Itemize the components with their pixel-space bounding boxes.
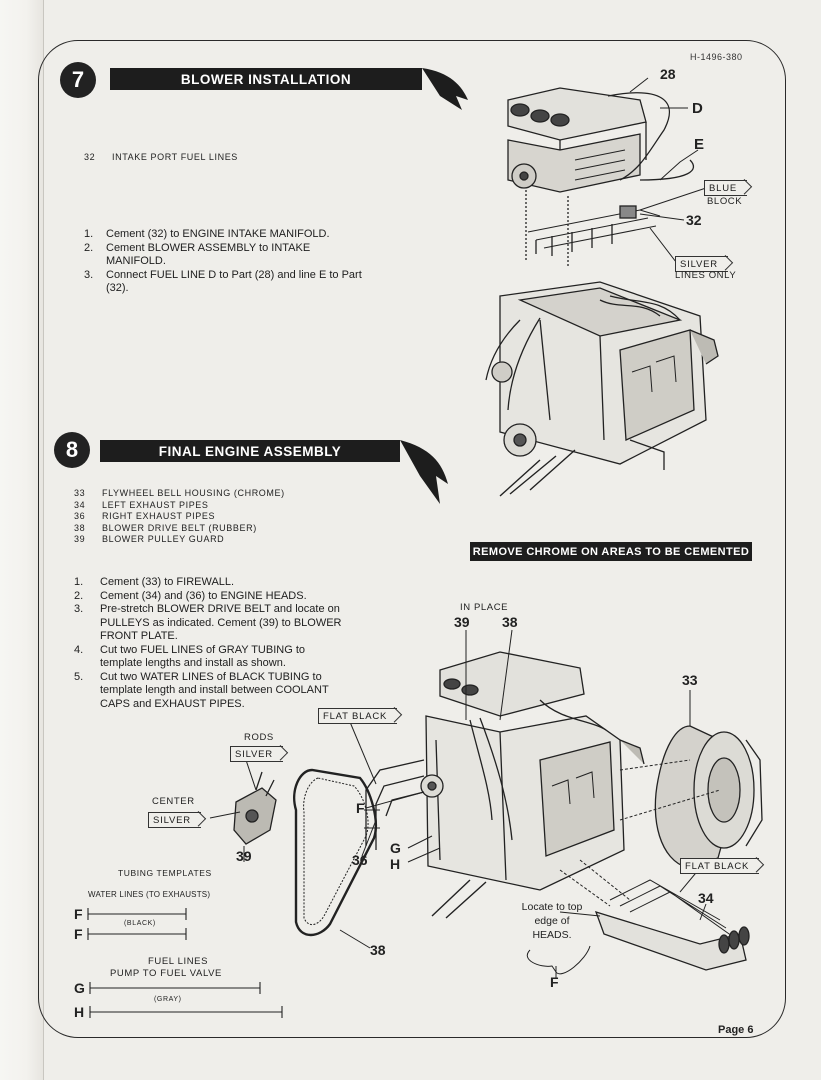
step-8-instructions: 1. Cement (33) to FIREWALL. 2. Cement (34)… [74,576,364,711]
lines-only-label: LINES ONLY [675,270,737,281]
blower-engine-illustration [485,87,719,497]
step-7-parts-list: 32 INTAKE PORT FUEL LINES [84,152,238,164]
parts-list-item: 39 BLOWER PULLEY GUARD [74,534,285,546]
page-number: Page 6 [718,1024,754,1036]
instruction-item: 3. Pre-stretch BLOWER DRIVE BELT and loca… [74,603,364,644]
flat-black-tag-right-exhaust: FLAT BLACK [318,708,398,724]
instruction-text: Cement (32) to ENGINE INTAKE MANIFOLD. [106,228,330,240]
document-code: H-1496-380 [690,52,743,62]
instruction-item: 1. Cement (33) to FIREWALL. [74,576,364,590]
callout-f-fuel: F [550,974,559,990]
instruction-item: 2. Cement BLOWER ASSEMBLY to INTAKE MANIF… [84,242,384,269]
instruction-text: Cement BLOWER ASSEMBLY to INTAKE MANIFOL… [106,241,311,268]
callout-39-in-place: 39 [454,614,470,630]
center-label: CENTER [152,796,195,807]
parts-list-item: 36 RIGHT EXHAUST PIPES [74,511,285,523]
page-frame [38,40,786,1038]
rods-label: RODS [244,732,274,743]
instruction-text: Connect FUEL LINE D to Part (28) and lin… [106,268,362,295]
callout-e: E [694,136,705,153]
parts-list-item: 38 BLOWER DRIVE BELT (RUBBER) [74,523,285,535]
callout-39-guard: 39 [236,848,252,864]
fuel-lines-title: FUEL LINES [148,956,209,967]
instruction-number: 2. [74,589,84,602]
instruction-text: Cut two FUEL LINES of GRAY TUBING to tem… [100,643,305,670]
callout-d: D [692,100,703,117]
tubing-templates-title: TUBING TEMPLATES [118,868,212,878]
fuel-lines-color: (GRAY) [154,996,182,1003]
silver-rods-tag: SILVER [230,746,283,762]
callout-32: 32 [686,212,702,228]
instruction-item: 4. Cut two FUEL LINES of GRAY TUBING to t… [74,644,364,671]
callout-g: G [390,840,401,856]
instruction-number: 5. [74,670,84,683]
callout-36: 36 [352,852,368,868]
instruction-text: Cement (33) to FIREWALL. [100,576,235,588]
instruction-text: Cement (34) and (36) to ENGINE HEADS. [100,589,307,602]
part-number: 34 [74,499,86,510]
instruction-number: 1. [84,228,94,240]
parts-list-item: 32 INTAKE PORT FUEL LINES [84,152,238,164]
in-place-label: IN PLACE [460,602,509,613]
step-8-arrow-icon [400,440,448,504]
part-number: 39 [74,534,86,544]
callout-f-exhaust: F [356,800,365,816]
parts-list-item: 33 FLYWHEEL BELL HOUSING (CHROME) [74,488,285,500]
locate-note: Locate to top edge of HEADS. [521,901,583,941]
part-number: 32 [84,152,96,162]
template-g: G [74,980,85,996]
part-name: RIGHT EXHAUST PIPES [102,511,216,521]
block-label: BLOCK [707,196,743,207]
callout-28: 28 [660,66,676,82]
instruction-item: 1. Cement (32) to ENGINE INTAKE MANIFOLD. [84,228,384,242]
part-name: FLYWHEEL BELL HOUSING (CHROME) [102,488,285,498]
fuel-lines-subtitle: PUMP TO FUEL VALVE [110,968,222,979]
template-h: H [74,1004,85,1020]
step-8-title-banner: FINAL ENGINE ASSEMBLY [100,440,400,462]
step-8-number: 8 [54,432,90,468]
part-name: BLOWER PULLEY GUARD [102,534,225,544]
parts-list-item: 34 LEFT EXHAUST PIPES [74,500,285,512]
part-name: INTAKE PORT FUEL LINES [112,152,238,162]
step-7-instructions: 1. Cement (32) to ENGINE INTAKE MANIFOLD.… [84,228,384,296]
part-number: 33 [74,488,86,498]
callout-h: H [390,856,401,872]
step-7-number: 7 [60,62,96,98]
instruction-number: 2. [84,241,94,254]
silver-paint-tag: SILVER [675,256,728,272]
part-name: BLOWER DRIVE BELT (RUBBER) [102,522,257,533]
step-8-parts-list: 33 FLYWHEEL BELL HOUSING (CHROME) 34 LEFT … [74,488,285,546]
blue-paint-tag: BLUE [704,180,748,196]
template-f-2: F [74,926,83,942]
callout-34: 34 [698,890,714,906]
instruction-item: 3. Connect FUEL LINE D to Part (28) and l… [84,269,384,296]
remove-chrome-note: REMOVE CHROME ON AREAS TO BE CEMENTED [470,542,752,561]
instruction-item: 5. Cut two WATER LINES of BLACK TUBING to… [74,671,364,712]
instruction-number: 3. [84,268,94,281]
step-7-arrow-icon [422,68,468,110]
binding-fold-line [43,0,44,1080]
instruction-number: 1. [74,576,84,588]
part-number: 38 [74,522,86,533]
part-name: LEFT EXHAUST PIPES [102,499,209,510]
silver-center-tag: SILVER [148,812,201,828]
instruction-item: 2. Cement (34) and (36) to ENGINE HEADS. [74,590,364,604]
part-number: 36 [74,511,86,521]
instruction-text: Pre-stretch BLOWER DRIVE BELT and locate… [100,603,342,642]
instruction-number: 3. [74,603,84,615]
callout-38-in-place: 38 [502,614,518,630]
instruction-number: 4. [74,643,84,656]
page-binding-edge [0,0,44,1080]
final-engine-illustration [233,651,763,975]
tubing-template-lines [87,908,283,1018]
instruction-text: Cut two WATER LINES of BLACK TUBING to t… [100,670,329,710]
step-7-title-banner: BLOWER INSTALLATION [110,68,422,90]
callout-33: 33 [682,672,698,688]
template-f-1: F [74,906,83,922]
flat-black-tag-left-exhaust: FLAT BLACK [680,858,760,874]
water-lines-title: WATER LINES (TO EXHAUSTS) [88,890,211,899]
water-lines-color: (BLACK) [124,920,156,927]
callout-38-belt: 38 [370,942,386,958]
